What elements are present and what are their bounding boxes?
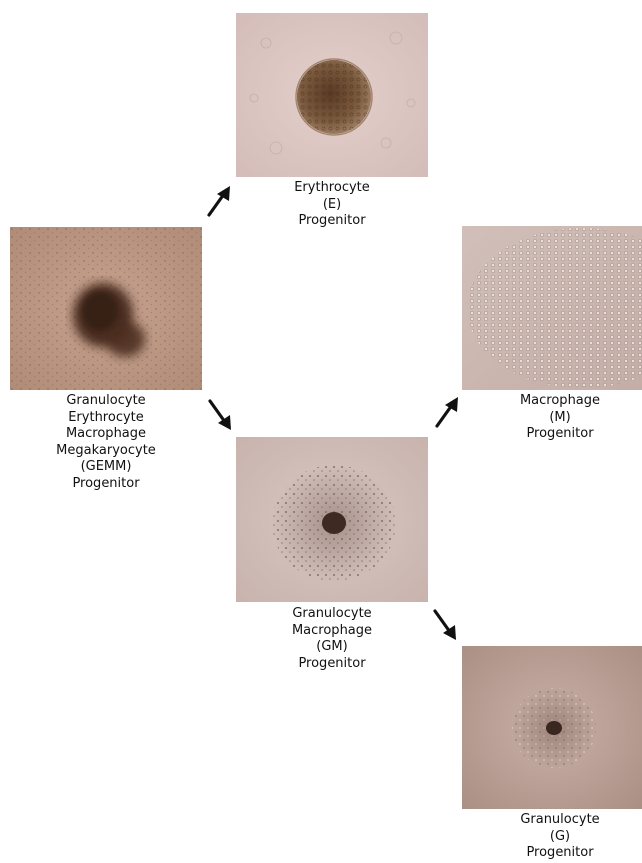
m-label-line-3: Progenitor (480, 426, 640, 443)
e-label-line-3: Progenitor (252, 213, 412, 230)
gemm-label-line-6: Progenitor (22, 476, 190, 493)
gemm-label-line-1: Granulocyte (22, 393, 190, 410)
g-label-line-3: Progenitor (480, 845, 640, 862)
arrow-gm-to-m-icon (431, 395, 461, 431)
m-colony-image (462, 226, 642, 390)
m-progenitor-label: Macrophage (M) Progenitor (480, 393, 640, 443)
gemm-progenitor-label: Granulocyte Erythrocyte Macrophage Megak… (22, 393, 190, 492)
arrow-gemm-to-gm-icon (205, 397, 235, 433)
e-colony-image (236, 13, 428, 177)
gm-label-line-3: (GM) (252, 639, 412, 656)
gm-label-line-1: Granulocyte (252, 606, 412, 623)
gemm-label-line-3: Macrophage (22, 426, 190, 443)
gm-label-line-4: Progenitor (252, 656, 412, 673)
gm-label-line-2: Macrophage (252, 623, 412, 640)
g-label-line-2: (G) (480, 829, 640, 846)
g-colony-image (462, 646, 642, 809)
m-label-line-1: Macrophage (480, 393, 640, 410)
arrow-gm-to-g-icon (430, 607, 460, 643)
gm-colony-image (236, 437, 428, 602)
arrow-gemm-to-e-icon (203, 184, 233, 220)
gemm-label-line-5: (GEMM) (22, 459, 190, 476)
gemm-label-line-4: Megakaryocyte (22, 443, 190, 460)
m-label-line-2: (M) (480, 410, 640, 427)
e-progenitor-label: Erythrocyte (E) Progenitor (252, 180, 412, 230)
g-progenitor-label: Granulocyte (G) Progenitor (480, 812, 640, 862)
gemm-label-line-2: Erythrocyte (22, 410, 190, 427)
g-label-line-1: Granulocyte (480, 812, 640, 829)
gm-progenitor-label: Granulocyte Macrophage (GM) Progenitor (252, 606, 412, 672)
gemm-colony-image (10, 227, 202, 390)
e-label-line-1: Erythrocyte (252, 180, 412, 197)
e-label-line-2: (E) (252, 197, 412, 214)
